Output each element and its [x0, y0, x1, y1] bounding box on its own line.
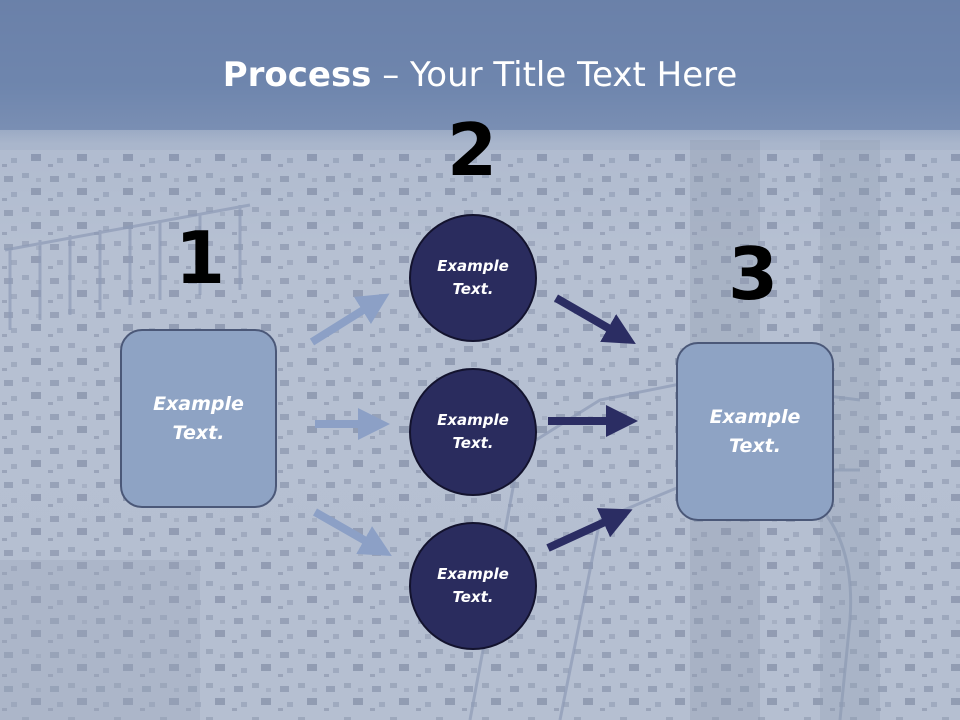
step-2-label-top: Example Text.	[437, 257, 509, 298]
step-3-box: Example Text.	[676, 342, 834, 521]
step-2-label-middle: Example Text.	[437, 411, 509, 452]
step-2-circle-middle: Example Text.	[409, 368, 537, 496]
title-bold: Process	[222, 55, 372, 95]
slide-title: Process – Your Title Text Here	[0, 50, 960, 100]
arrow-2-bottom-to-3	[546, 508, 633, 552]
step-2-circle-bottom: Example Text.	[409, 522, 537, 650]
step-1-box: Example Text.	[120, 329, 277, 508]
step-1-label: Example Text.	[153, 392, 244, 444]
step-number-3: 3	[727, 232, 779, 316]
arrow-1-to-2-bottom	[313, 508, 392, 556]
step-2-circle-top: Example Text.	[409, 214, 537, 342]
step-number-1: 1	[174, 216, 226, 300]
title-rest: – Your Title Text Here	[371, 55, 738, 95]
step-number-2: 2	[446, 108, 498, 192]
arrow-2-top-to-3	[554, 294, 636, 344]
step-2-label-bottom: Example Text.	[437, 565, 509, 606]
arrow-1-to-2-top	[309, 293, 390, 346]
step-3-label: Example Text.	[709, 405, 801, 457]
